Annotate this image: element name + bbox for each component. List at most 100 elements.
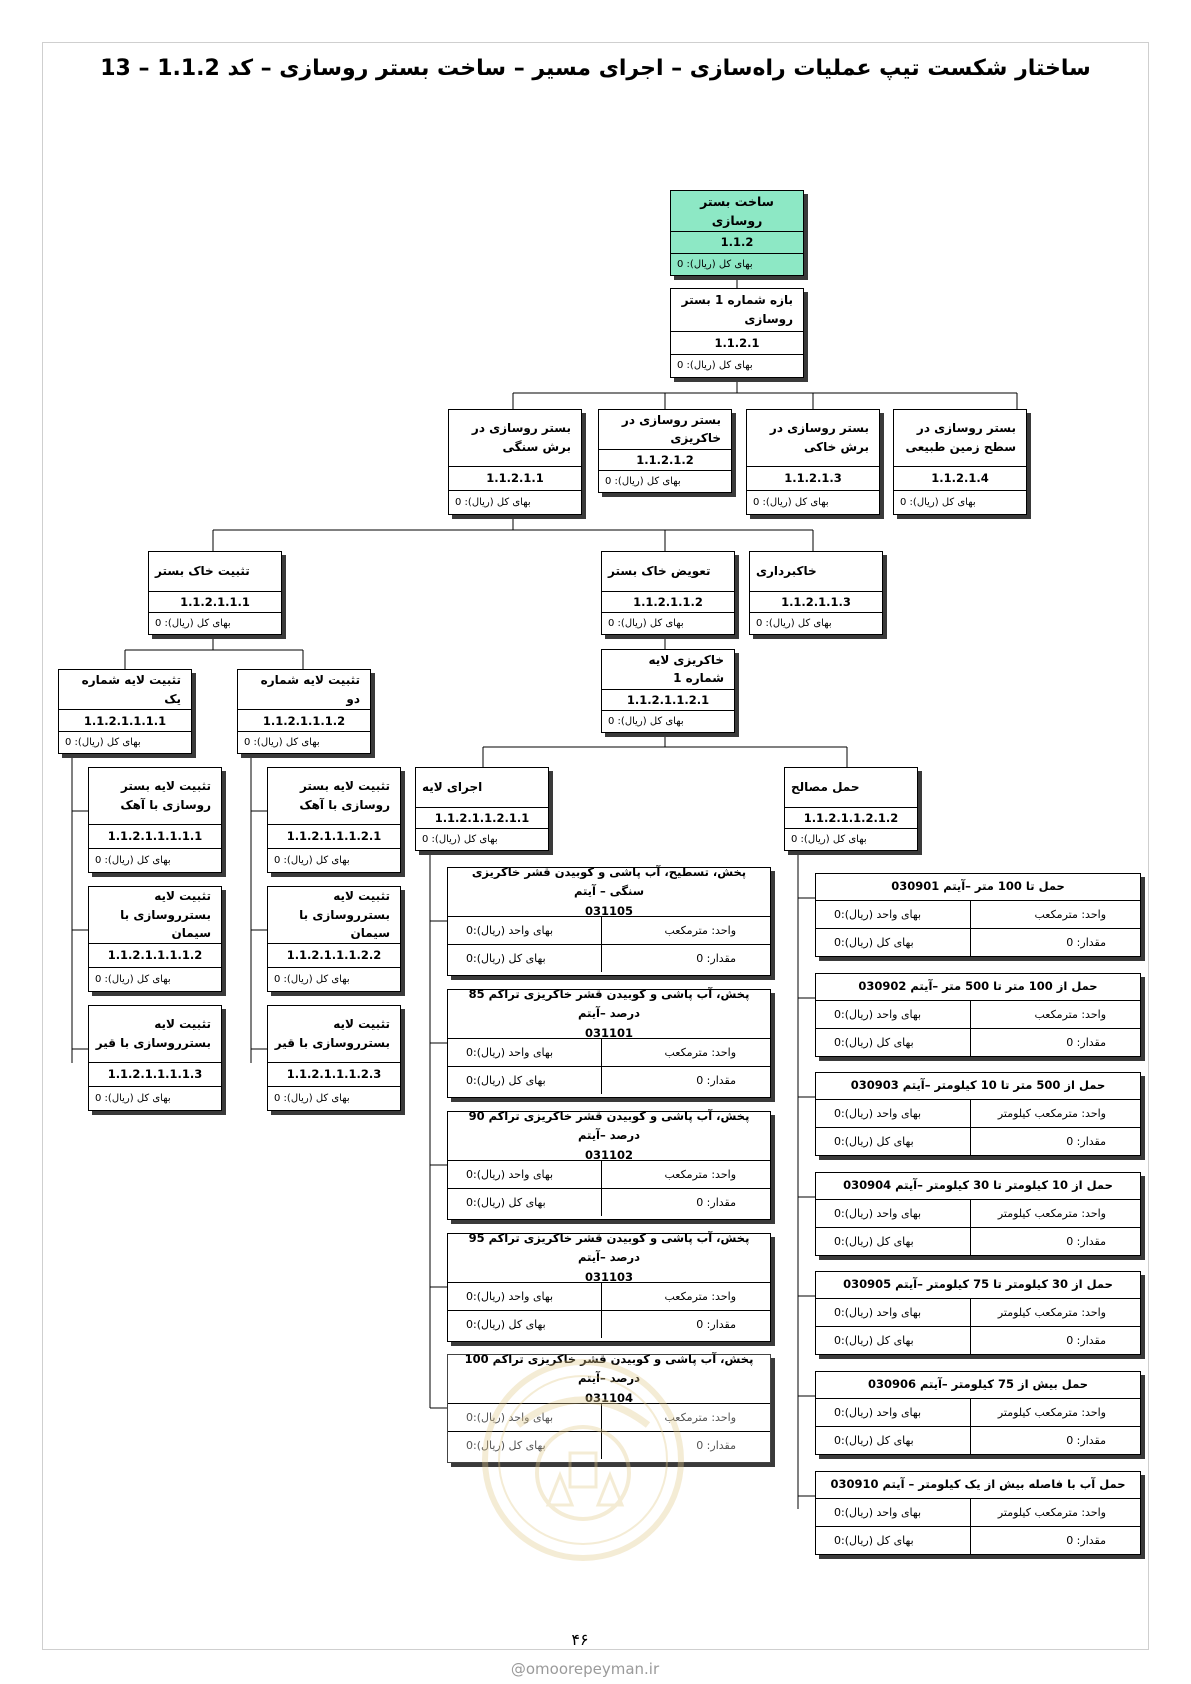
node-title: تثبیت لایه بستر‌روسازی با قیر — [274, 1017, 390, 1050]
item-title: پخش، آب پاشی و کوبیدن قشر خاکریزی تراکم … — [464, 1351, 754, 1386]
wbs-node-1.1.2.1.1.1.2.3[interactable]: تثبیت لایه بستر‌روسازی با قیر 1.1.2.1.1.… — [267, 1005, 401, 1111]
node-code: 1.1.2.1.1.2.1.1 — [416, 806, 548, 829]
wbs-node-1.1.2.1.1.1[interactable]: تثبیت خاک بستر 1.1.2.1.1.1 بهای کل (ریال… — [148, 551, 282, 635]
wbs-node-1.1.2.1.1.1.1.3[interactable]: تثبیت لایه بستر‌روسازی با قیر 1.1.2.1.1.… — [88, 1005, 222, 1111]
wbs-node-1.1.2.1.1.2[interactable]: تعویض خاک بستر 1.1.2.1.1.2 بهای کل (ریال… — [601, 551, 735, 635]
node-title: اجرای لایه — [422, 780, 483, 795]
item-031103[interactable]: پخش، آب پاشی و کوبیدن قشر خاکریزی تراکم … — [447, 1231, 771, 1342]
node-code: 1.1.2 — [671, 230, 803, 253]
item-title: پخش، تسطیح، آب پاشی و کوبیدن قشر خاکریزی… — [471, 864, 747, 899]
item-number: 031103 — [585, 1269, 634, 1284]
wbs-node-1.1.2.1.1.2.1.2[interactable]: حمل مصالح 1.1.2.1.1.2.1.2 بهای کل (ریال)… — [784, 767, 918, 851]
item-number: 031104 — [585, 1390, 634, 1405]
item-quantity: مقدار: 0 — [696, 1318, 736, 1331]
node-price: بهای کل (ریال): 0 — [59, 731, 191, 753]
item-quantity: مقدار: 0 — [1066, 1235, 1106, 1248]
item-unit-price: بهای واحد (ریال):0 — [816, 1100, 971, 1127]
node-price: بهای کل (ریال): 0 — [602, 612, 734, 634]
node-code: 1.1.2.1.1.1.1.3 — [89, 1061, 221, 1086]
item-unit-price: بهای واحد (ریال):0 — [816, 901, 971, 928]
item-quantity: مقدار: 0 — [1066, 1434, 1106, 1447]
item-number: 031105 — [585, 903, 634, 918]
item-total-price: بهای کل (ریال):0 — [448, 1311, 602, 1338]
node-code: 1.1.2.1.4 — [894, 465, 1026, 490]
item-031101[interactable]: پخش، آب پاشی و کوبیدن قشر خاکریزی تراکم … — [447, 987, 771, 1098]
node-title: تثبیت لایه بستر‌روسازی با سیمان — [120, 889, 211, 941]
node-price: بهای کل (ریال): 0 — [268, 1085, 400, 1110]
node-code: 1.1.2.1.2 — [599, 448, 731, 471]
item-total-price: بهای کل (ریال):0 — [816, 1427, 971, 1454]
node-title: بستر روسازی در برش خاکی — [769, 421, 869, 454]
item-title: پخش، آب پاشی و کوبیدن قشر خاکریزی تراکم … — [468, 986, 750, 1021]
node-title: بستر روسازی در خاکریزی — [621, 412, 721, 446]
item-unit-price: بهای واحد (ریال):0 — [448, 917, 602, 944]
item-number: 031102 — [585, 1147, 634, 1162]
wbs-node-1.1.2.1.1.1.1[interactable]: تثبیت لایه شماره یک 1.1.2.1.1.1.1 بهای ک… — [58, 669, 192, 754]
wbs-node-1.1.2.1.1.1.1.1[interactable]: تثبیت لایه بستر روسازی با آهک 1.1.2.1.1.… — [88, 767, 222, 873]
node-title: بازه شماره 1 بستر روسازی — [681, 293, 793, 326]
node-title: خاکبرداری — [756, 564, 817, 579]
page-title: ساختار شکست تیپ عملیات راه‌سازی – اجرای … — [100, 56, 1091, 81]
item-030904[interactable]: حمل از 10 کیلومتر تا 30 کیلومتر –آیتم 03… — [815, 1172, 1141, 1256]
wbs-node-1.1.2.1.4[interactable]: بستر روسازی در سطح زمین طبیعی 1.1.2.1.4 … — [893, 409, 1027, 515]
item-title: حمل بیش از 75 کیلومتر –آیتم 030906 — [867, 1377, 1089, 1392]
wbs-node-1.1.2.1.1.1.1.2[interactable]: تثبیت لایه بستر‌روسازی با سیمان 1.1.2.1.… — [88, 886, 222, 992]
node-title: ساخت بستر روسازی — [700, 193, 774, 228]
item-unit-price: بهای واحد (ریال):0 — [448, 1404, 602, 1431]
item-030905[interactable]: حمل از 30 کیلومتر تا 75 کیلومتر –آیتم 03… — [815, 1271, 1141, 1355]
node-code: 1.1.2.1.1.1.1 — [59, 709, 191, 731]
node-price: بهای کل (ریال): 0 — [416, 828, 548, 850]
node-title: بستر روسازی در برش سنگی — [471, 421, 571, 454]
item-030902[interactable]: حمل از 100 متر تا 500 متر –آیتم 030902 و… — [815, 973, 1141, 1057]
item-quantity: مقدار: 0 — [696, 1439, 736, 1452]
wbs-node-1.1.2.1.1.3[interactable]: خاکبرداری 1.1.2.1.1.3 بهای کل (ریال): 0 — [749, 551, 883, 635]
item-031105[interactable]: پخش، تسطیح، آب پاشی و کوبیدن قشر خاکریزی… — [447, 865, 771, 976]
item-030910[interactable]: حمل آب با فاصله بیش از یک کیلومتر – آیتم… — [815, 1471, 1141, 1555]
item-unit: واحد: مترمکعب — [664, 1168, 737, 1181]
node-price: بهای کل (ریال): 0 — [602, 710, 734, 732]
wbs-node-1.1.2.1.1[interactable]: بستر روسازی در برش سنگی 1.1.2.1.1 بهای ک… — [448, 409, 582, 515]
item-unit-price: بهای واحد (ریال):0 — [816, 1399, 971, 1426]
item-unit: واحد: مترمکعب — [1034, 908, 1107, 921]
wbs-node-1.1.2.1.1.2.1.1[interactable]: اجرای لایه 1.1.2.1.1.2.1.1 بهای کل (ریال… — [415, 767, 549, 851]
item-030906[interactable]: حمل بیش از 75 کیلومتر –آیتم 030906 واحد:… — [815, 1371, 1141, 1455]
wbs-node-1.1.2.1[interactable]: بازه شماره 1 بستر روسازی 1.1.2.1 بهای کل… — [670, 288, 804, 378]
node-code: 1.1.2.1.1.1.2.1 — [268, 823, 400, 848]
node-price: بهای کل (ریال): 0 — [671, 252, 803, 275]
wbs-node-1.1.2.1.3[interactable]: بستر روسازی در برش خاکی 1.1.2.1.3 بهای ک… — [746, 409, 880, 515]
item-title: حمل آب با فاصله بیش از یک کیلومتر – آیتم… — [830, 1477, 1126, 1492]
item-031102[interactable]: پخش، آب پاشی و کوبیدن قشر خاکریزی تراکم … — [447, 1109, 771, 1220]
page-number: ۴۶ — [571, 1630, 589, 1649]
item-quantity: مقدار: 0 — [1066, 1534, 1106, 1547]
item-title: پخش، آب پاشی و کوبیدن قشر خاکریزی تراکم … — [468, 1108, 750, 1143]
wbs-node-root[interactable]: ساخت بستر روسازی 1.1.2 بهای کل (ریال): 0 — [670, 190, 804, 276]
item-030903[interactable]: حمل از 500 متر تا 10 کیلومتر –آیتم 03090… — [815, 1072, 1141, 1156]
node-code: 1.1.2.1.1.3 — [750, 590, 882, 613]
item-unit-price: بهای واحد (ریال):0 — [816, 1299, 971, 1326]
item-total-price: بهای کل (ریال):0 — [816, 1029, 971, 1056]
item-quantity: مقدار: 0 — [1066, 1135, 1106, 1148]
item-031104[interactable]: پخش، آب پاشی و کوبیدن قشر خاکریزی تراکم … — [447, 1352, 771, 1463]
item-total-price: بهای کل (ریال):0 — [816, 929, 971, 956]
wbs-node-1.1.2.1.1.1.2.1[interactable]: تثبیت لایه بستر روسازی با آهک 1.1.2.1.1.… — [267, 767, 401, 873]
node-price: بهای کل (ریال): 0 — [268, 847, 400, 872]
node-code: 1.1.2.1.1.1.1.1 — [89, 823, 221, 848]
node-price: بهای کل (ریال): 0 — [894, 489, 1026, 514]
node-title: تثبیت لایه بستر روسازی با آهک — [120, 779, 211, 812]
node-price: بهای کل (ریال): 0 — [268, 966, 400, 991]
item-030901[interactable]: حمل تا 100 متر –آیتم 030901 واحد: مترمکع… — [815, 873, 1141, 957]
wbs-node-1.1.2.1.1.2.1[interactable]: خاکریزی لایه شماره 1 1.1.2.1.1.2.1 بهای … — [601, 649, 735, 733]
node-price: بهای کل (ریال): 0 — [747, 489, 879, 514]
wbs-node-1.1.2.1.1.1.2[interactable]: تثبیت لایه شماره دو 1.1.2.1.1.1.2 بهای ک… — [237, 669, 371, 754]
node-code: 1.1.2.1.1.2.1.2 — [785, 806, 917, 829]
node-price: بهای کل (ریال): 0 — [89, 847, 221, 872]
wbs-node-1.1.2.1.1.1.2.2[interactable]: تثبیت لایه بستر‌روسازی با سیمان 1.1.2.1.… — [267, 886, 401, 992]
item-title: حمل از 100 متر تا 500 متر –آیتم 030902 — [858, 979, 1098, 994]
item-unit-price: بهای واحد (ریال):0 — [448, 1283, 602, 1310]
item-total-price: بهای کل (ریال):0 — [816, 1128, 971, 1155]
wbs-node-1.1.2.1.2[interactable]: بستر روسازی در خاکریزی 1.1.2.1.2 بهای کل… — [598, 409, 732, 493]
item-unit-price: بهای واحد (ریال):0 — [816, 1499, 971, 1526]
node-title: حمل مصالح — [791, 780, 860, 795]
node-title: تثبیت لایه بستر روسازی با آهک — [299, 779, 390, 812]
node-code: 1.1.2.1.1.1 — [149, 590, 281, 613]
